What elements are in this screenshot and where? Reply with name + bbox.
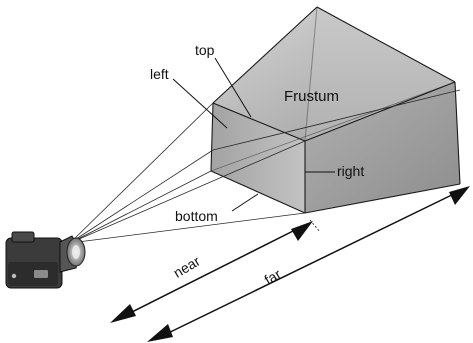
leader-lines <box>172 57 335 212</box>
frustum-label: Frustum <box>284 88 340 105</box>
frustum-right-face <box>305 82 460 213</box>
camera-icon <box>5 231 86 289</box>
left-plane-label: left <box>150 66 169 82</box>
view-rays <box>69 102 306 244</box>
right-plane-label: right <box>337 163 365 179</box>
frustum-body <box>210 6 461 214</box>
bottom-plane-label: bottom <box>175 208 218 224</box>
frustum-left-face <box>211 103 305 213</box>
near-arrow <box>110 219 321 323</box>
far-arrow <box>147 186 470 342</box>
top-plane-label: top <box>195 42 215 58</box>
